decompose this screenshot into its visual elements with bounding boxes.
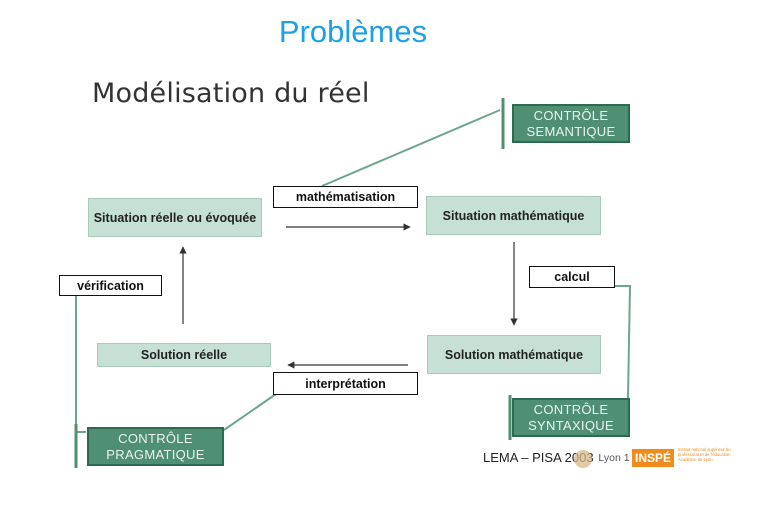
- inspe-logo-caption: Institut national supérieur du professor…: [678, 447, 731, 462]
- control-semantic-line1: CONTRÔLE: [533, 107, 609, 123]
- box-real-situation: Situation réelle ou évoquée: [88, 198, 262, 237]
- label-mathematisation: mathématisation: [273, 186, 418, 208]
- box-math-solution: Solution mathématique: [427, 335, 601, 374]
- lyon1-logo-text: Lyon 1: [598, 452, 630, 464]
- source-citation: LEMA – PISA 2003: [483, 450, 594, 465]
- connector-verification: [62, 285, 86, 433]
- control-semantic-line2: SEMANTIQUE: [526, 123, 616, 139]
- lyon1-emblem-icon: [574, 450, 592, 468]
- control-pragmatic-line2: PRAGMATIQUE: [106, 446, 205, 462]
- box-math-situation: Situation mathématique: [426, 196, 601, 235]
- connector-pragmatic: [223, 393, 277, 431]
- connector-syntax: [612, 285, 632, 399]
- lyon1-logo: Lyon 1: [572, 447, 632, 469]
- control-pragmatic-line1: CONTRÔLE: [118, 430, 193, 446]
- inspe-logo: INSPÉ: [632, 449, 675, 467]
- label-interpretation: interprétation: [273, 372, 418, 395]
- page-title: Problèmes: [278, 14, 428, 49]
- control-syntax-line1: CONTRÔLE: [533, 401, 609, 417]
- institution-logos: Lyon 1 INSPÉ Institut national supérieur…: [572, 447, 732, 469]
- control-syntax-line2: SYNTAXIQUE: [528, 417, 614, 433]
- label-calcul: calcul: [529, 266, 615, 288]
- label-verification: vérification: [59, 275, 162, 296]
- box-real-solution: Solution réelle: [97, 343, 271, 367]
- connector-semantic: [321, 109, 501, 187]
- diagram-subtitle: Modélisation du réel: [92, 78, 370, 109]
